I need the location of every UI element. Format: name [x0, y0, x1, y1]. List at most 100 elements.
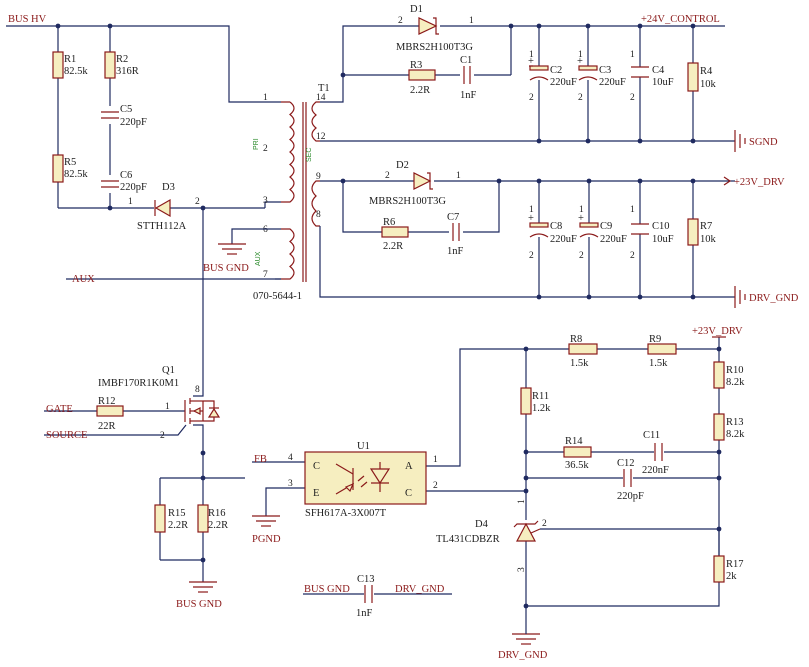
r7-ref: R7	[700, 221, 712, 232]
c3-ref: C3	[599, 65, 611, 76]
c3-pin-2: 2	[578, 93, 583, 103]
resistor-r2	[104, 51, 116, 79]
r6-value: 2.2R	[383, 241, 403, 252]
resistor-r5	[52, 154, 64, 183]
r11-value: 1.2k	[532, 403, 551, 414]
q1-pin-1: 1	[165, 402, 170, 412]
r15-ref: R15	[168, 508, 186, 519]
c8-value: 220uF	[550, 234, 577, 245]
diode-d1	[418, 17, 439, 35]
r5-value: 82.5k	[64, 169, 88, 180]
capacitor-c5	[101, 111, 119, 119]
d4-ref: D4	[475, 519, 489, 530]
r8-value: 1.5k	[570, 358, 589, 369]
c11-value: 220nF	[642, 465, 669, 476]
ground-bus-gnd-aux	[218, 243, 246, 255]
net-label-bus-gnd-c13: BUS GND	[304, 584, 350, 595]
d1-pin-1: 1	[469, 16, 474, 26]
r9-ref: R9	[649, 334, 661, 345]
u1-pin-2: 2	[433, 481, 438, 491]
r3-ref: R3	[410, 60, 422, 71]
t1-pin-7: 7	[263, 270, 268, 280]
wire-aux	[66, 228, 281, 280]
c6-value: 220pF	[120, 182, 147, 193]
c5-value: 220pF	[120, 117, 147, 128]
net-label-bus-hv: BUS HV	[8, 14, 47, 25]
d3-value: STTH112A	[137, 221, 187, 232]
t1-aux-label: AUX	[255, 251, 262, 266]
u1-value: SFH617A-3X007T	[305, 508, 387, 519]
net-label-source: SOURCE	[46, 430, 87, 441]
q1-ref: Q1	[162, 365, 175, 376]
diode-d2	[413, 172, 433, 190]
capacitor-c10	[631, 223, 649, 235]
u1-pin-label-e: E	[313, 488, 319, 499]
r10-ref: R10	[726, 365, 744, 376]
u1-pin-4: 4	[288, 453, 293, 463]
c10-value: 10uF	[652, 234, 674, 245]
u1-pin-label-c2: C	[405, 488, 412, 499]
d4-pin-2: 2	[542, 519, 547, 529]
d2-pin-2: 2	[385, 171, 390, 181]
c3-plus: +	[577, 56, 583, 67]
u1-pin-1: 1	[433, 455, 438, 465]
transformer-t1	[281, 101, 320, 282]
t1-pin-9: 9	[316, 172, 321, 182]
c2-value: 220uF	[550, 77, 577, 88]
r2-value: 316R	[116, 66, 139, 77]
r1-value: 82.5k	[64, 66, 88, 77]
c3-pin-1: 1	[578, 50, 583, 60]
r16-value: 2.2R	[208, 520, 228, 531]
d4-value: TL431CDBZR	[436, 534, 500, 545]
c4-pin-1: 1	[630, 50, 635, 60]
c8-plus: +	[528, 213, 534, 224]
ground-drv-gnd-fb	[512, 628, 540, 645]
ground-bus-gnd-q1	[189, 581, 217, 593]
shunt-regulator-d4	[513, 520, 541, 542]
net-label-pgnd: PGND	[252, 534, 281, 545]
r4-value: 10k	[700, 79, 717, 90]
c10-pin-1: 1	[630, 205, 635, 215]
c4-ref: C4	[652, 65, 665, 76]
c8-ref: C8	[550, 221, 562, 232]
resistor-r3	[408, 69, 436, 81]
capacitor-c4	[631, 66, 649, 78]
port-arrow-23v-drv	[723, 176, 732, 186]
resistor-r8	[568, 343, 598, 355]
net-label-23v-drv: +23V_DRV	[734, 177, 785, 188]
resistor-r17	[713, 555, 725, 583]
t1-ref: T1	[318, 83, 330, 94]
capacitor-c6	[101, 180, 119, 188]
r3-value: 2.2R	[410, 85, 430, 96]
net-label-bus-gnd-aux: BUS GND	[203, 263, 249, 274]
c8-pin-1: 1	[529, 205, 534, 215]
r4-ref: R4	[700, 66, 713, 77]
d4-pin-3: 3	[517, 567, 527, 572]
r2-ref: R2	[116, 54, 128, 65]
resistor-r12	[96, 405, 124, 417]
net-label-fb: FB	[254, 454, 267, 465]
resistor-r9	[647, 343, 677, 355]
resistor-r11	[520, 387, 532, 415]
resistor-r13	[713, 413, 725, 441]
net-label-bus-gnd-q1: BUS GND	[176, 599, 222, 610]
d2-ref: D2	[396, 160, 409, 171]
d2-pin-1: 1	[456, 171, 461, 181]
r15-value: 2.2R	[168, 520, 188, 531]
resistor-r14	[563, 446, 592, 458]
resistor-r4	[687, 62, 699, 92]
c2-ref: C2	[550, 65, 562, 76]
wire-bus-hv	[6, 23, 281, 386]
resistor-r10	[713, 361, 725, 389]
r10-value: 8.2k	[726, 377, 745, 388]
c3-value: 220uF	[599, 77, 626, 88]
resistor-r15	[154, 504, 166, 533]
t1-pin-3: 3	[263, 196, 268, 206]
capacitor-c12	[623, 469, 632, 487]
c1-ref: C1	[460, 55, 472, 66]
c9-pin-1: 1	[579, 205, 584, 215]
r14-value: 36.5k	[565, 460, 589, 471]
t1-pin-1: 1	[263, 93, 268, 103]
c1-value: 1nF	[460, 90, 477, 101]
